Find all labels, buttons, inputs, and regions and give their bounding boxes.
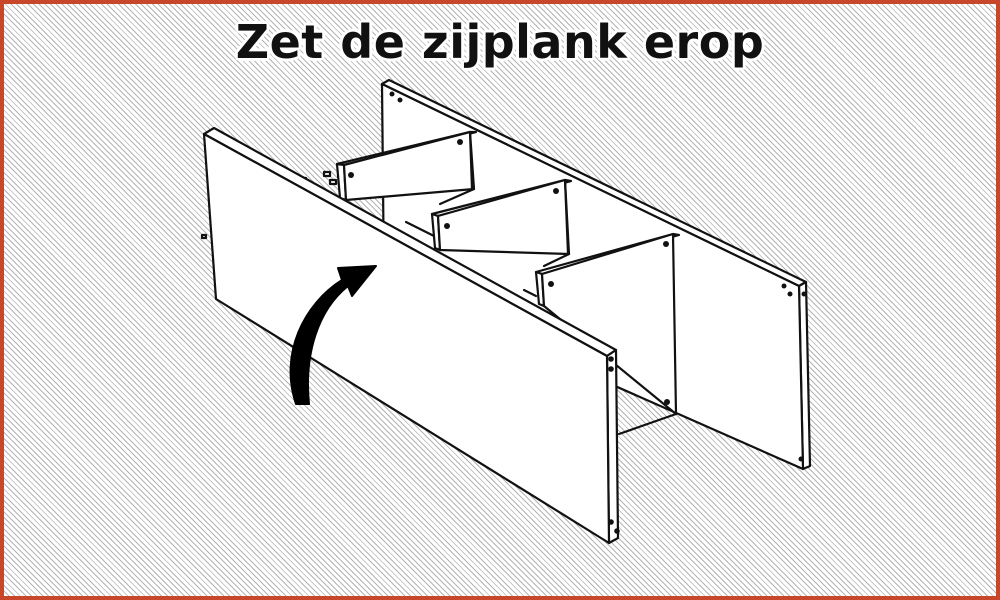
inner-edges [404, 130, 678, 436]
front-side-panel [202, 126, 620, 545]
assembly-illustration [200, 78, 812, 545]
shelf-3 [534, 232, 681, 416]
curved-arrow-icon [289, 265, 377, 405]
instruction-title: Zet de zijplank erop [235, 15, 765, 69]
shelf-2 [430, 178, 573, 256]
shelf-1 [335, 130, 478, 202]
